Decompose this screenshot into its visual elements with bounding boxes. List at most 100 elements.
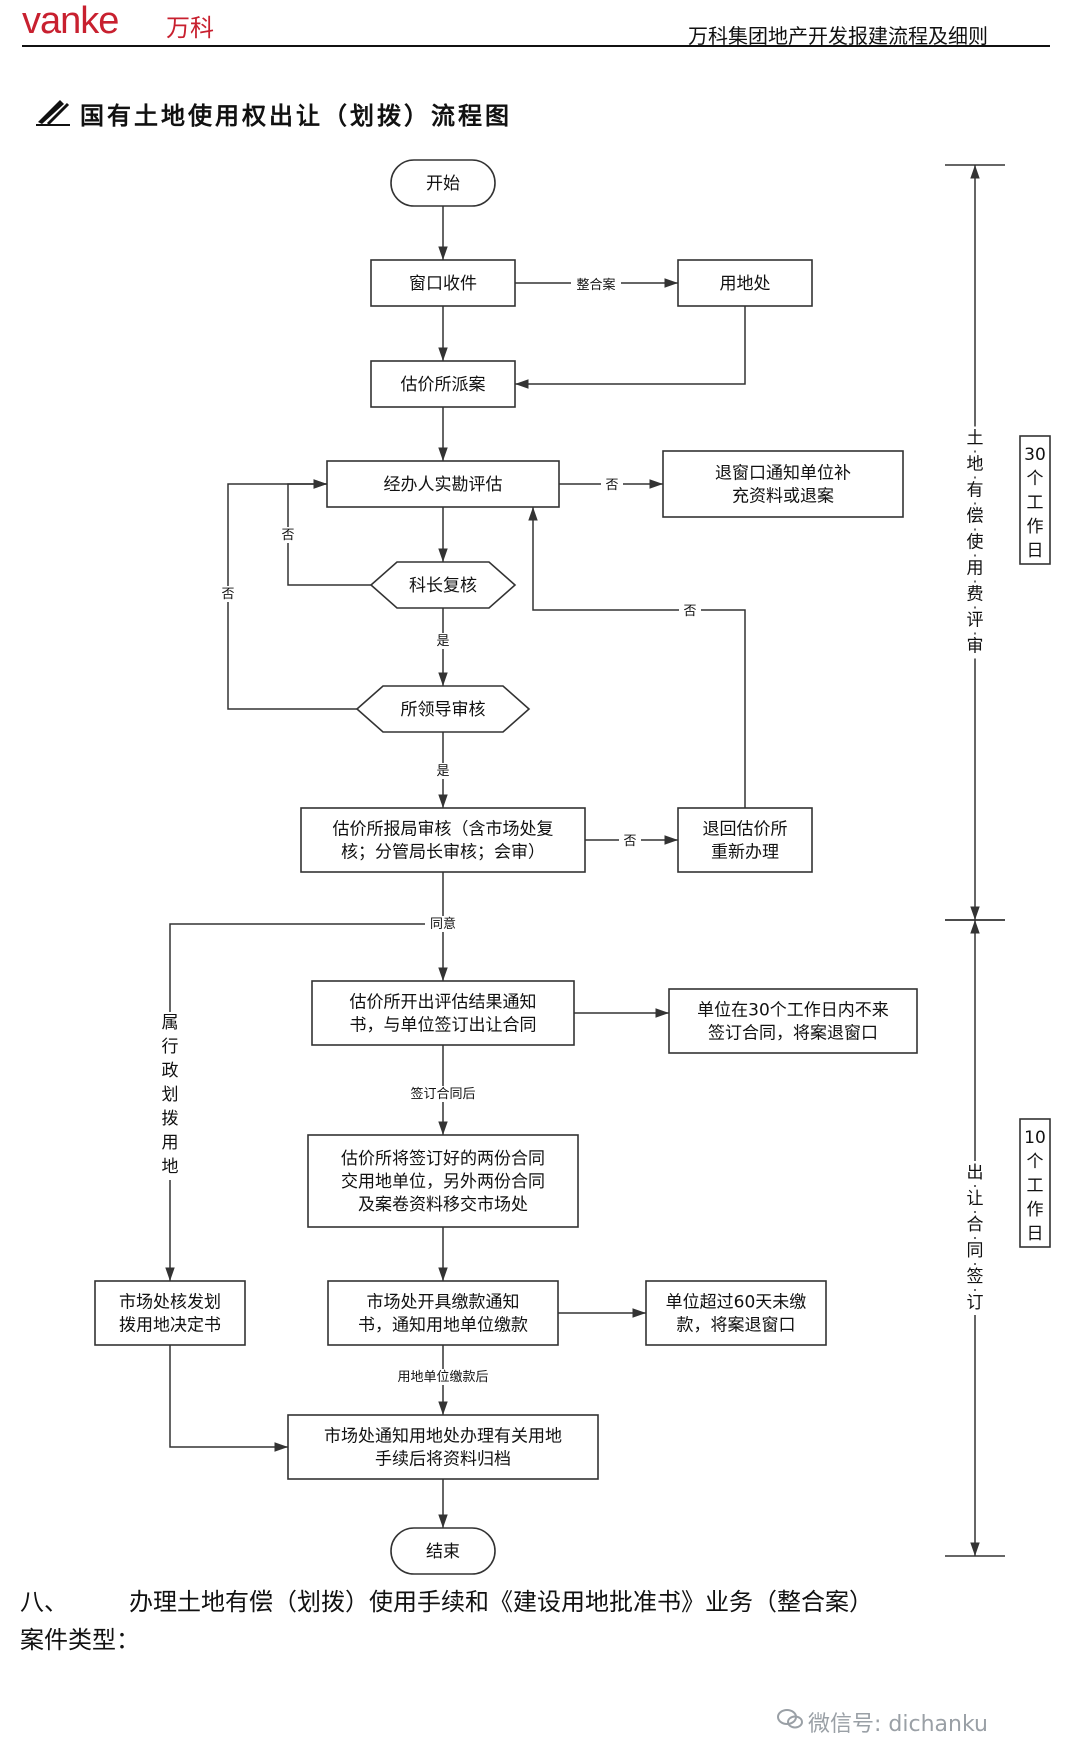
svg-text:拨: 拨 xyxy=(162,1109,179,1129)
node-dispatch-label: 估价所派案 xyxy=(401,375,486,395)
node-transfer-label: 及案卷资料移交市场处 xyxy=(358,1195,528,1215)
svg-text:个: 个 xyxy=(1027,469,1044,489)
node-notice-shape xyxy=(311,980,575,1046)
edge-label-leader-survey: 否 xyxy=(221,587,234,602)
node-payment-label: 市场处开具缴款通知 xyxy=(367,1293,520,1313)
node-section-shape xyxy=(369,561,517,609)
node-start-label: 开始 xyxy=(426,174,460,194)
header-title: 万科集团地产开发报建流程及细则 xyxy=(688,24,988,48)
node-window-label: 窗口收件 xyxy=(409,274,477,294)
node-unit60-shape xyxy=(645,1280,827,1346)
node-unit60-label: 款，将案退窗口 xyxy=(677,1316,796,1336)
node-unit30-label: 签订合同，将案退窗口 xyxy=(708,1024,878,1044)
phase-1-days-box xyxy=(1019,435,1051,565)
svg-text:日: 日 xyxy=(1027,541,1044,561)
edge-landdept-dispatch xyxy=(515,306,746,389)
node-landdept-shape xyxy=(677,259,813,307)
node-archive-label: 手续后将资料归档 xyxy=(375,1450,511,1470)
svg-text:作: 作 xyxy=(1027,517,1044,537)
page-title: 国有土地使用权出让（划拨）流程图 xyxy=(80,102,512,130)
node-redo-label: 退回估价所 xyxy=(703,820,788,840)
node-unit60-label: 单位超过60天未缴 xyxy=(666,1293,807,1313)
svg-text:30: 30 xyxy=(1024,445,1046,465)
edge-label-payment-archive: 用地单位缴款后 xyxy=(397,1370,488,1385)
node-return1-label: 充资料或退案 xyxy=(732,487,834,507)
edge-label-window-landdept: 整合案 xyxy=(576,278,615,293)
node-bureau-label: 核；分管局长审核；会审） xyxy=(341,843,545,863)
node-leader-shape xyxy=(355,685,531,733)
node-window-shape xyxy=(370,259,516,307)
svg-text:行: 行 xyxy=(162,1037,179,1057)
edge-leader-survey xyxy=(227,479,357,710)
node-leader: 所领导审核 xyxy=(355,685,531,733)
node-unit30-shape xyxy=(668,988,918,1054)
svg-text:个: 个 xyxy=(1027,1152,1044,1172)
phase-1-days: 30 个工作日 xyxy=(1024,445,1046,561)
edge-label-notice-transfer: 签订合同后 xyxy=(410,1086,475,1102)
node-notice-label: 书，与单位签订出让合同 xyxy=(350,1016,537,1036)
svg-text:划: 划 xyxy=(162,1085,179,1105)
svg-text:费: 费 xyxy=(967,585,984,605)
edge-label-section-leader: 是 xyxy=(436,634,449,649)
node-dispatch-shape xyxy=(370,360,516,408)
edge-label-bureau-notice: 同意 xyxy=(430,916,456,932)
svg-text:属: 属 xyxy=(162,1013,179,1033)
svg-text:地: 地 xyxy=(967,455,984,475)
node-start-shape xyxy=(390,159,496,207)
svg-text:用: 用 xyxy=(162,1133,179,1153)
node-transfer-shape xyxy=(307,1134,579,1228)
node-notice-label: 估价所开出评估结果通知 xyxy=(350,993,537,1013)
svg-text:工: 工 xyxy=(1027,493,1044,513)
section-subheading: 案件类型： xyxy=(20,1626,140,1654)
node-allocate-shape xyxy=(94,1280,246,1346)
header-rule xyxy=(22,45,1050,47)
node-survey-shape xyxy=(326,460,560,508)
svg-text:有: 有 xyxy=(967,481,984,501)
svg-text:政: 政 xyxy=(162,1061,179,1081)
node-end: 结束 xyxy=(390,1527,496,1575)
node-section: 科长复核 xyxy=(369,561,517,609)
edge-label-bureau-redo: 否 xyxy=(623,834,636,849)
node-bureau-label: 估价所报局审核（含市场处复 xyxy=(333,820,554,840)
section-heading: 八、 办理土地有偿（划拨）使用手续和《建设用地批准书》业务（整合案） xyxy=(20,1588,874,1616)
node-section-label: 科长复核 xyxy=(409,576,477,596)
node-allocate-label: 拨用地决定书 xyxy=(119,1316,221,1336)
edge-label-leader-bureau: 是 xyxy=(436,764,449,779)
node-dispatch: 估价所派案 xyxy=(370,360,516,408)
pen-icon xyxy=(36,100,70,126)
edge-label-section-survey: 否 xyxy=(281,528,294,543)
svg-text:使: 使 xyxy=(967,532,984,553)
svg-text:订: 订 xyxy=(967,1293,984,1313)
svg-text:作: 作 xyxy=(1027,1200,1044,1220)
page-header: vanke 万科 万科集团地产开发报建流程及细则 xyxy=(0,0,1080,50)
node-archive-label: 市场处通知用地处办理有关用地 xyxy=(324,1427,562,1447)
svg-text:地: 地 xyxy=(162,1157,179,1177)
svg-text:同: 同 xyxy=(967,1241,984,1261)
svg-text:签: 签 xyxy=(967,1267,984,1287)
svg-text:10: 10 xyxy=(1024,1128,1046,1148)
vanke-logo-cn: 万科 xyxy=(166,14,214,42)
svg-text:让: 让 xyxy=(967,1189,984,1209)
svg-text:出: 出 xyxy=(967,1163,984,1183)
node-start: 开始 xyxy=(390,159,496,207)
svg-text:用: 用 xyxy=(967,559,984,579)
node-survey-label: 经办人实勘评估 xyxy=(384,475,503,495)
edge-label-redo-survey: 否 xyxy=(683,604,696,619)
svg-text:审: 审 xyxy=(967,637,984,657)
node-transfer-label: 交用地单位，另外两份合同 xyxy=(341,1172,545,1192)
node-end-label: 结束 xyxy=(426,1542,460,1562)
node-landdept-label: 用地处 xyxy=(720,274,771,294)
svg-text:偿: 偿 xyxy=(967,507,984,527)
